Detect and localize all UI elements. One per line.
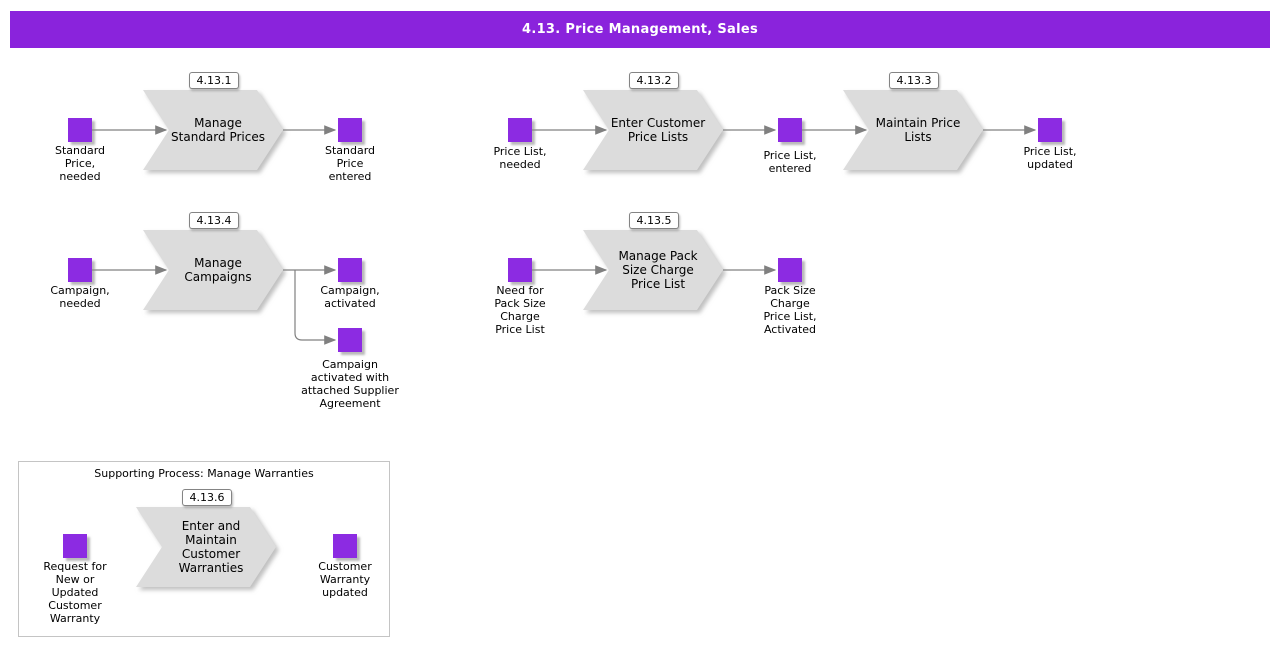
- process-id-badge: 4.13.3: [889, 72, 939, 89]
- process-shape[interactable]: Manage Campaigns: [143, 230, 283, 310]
- event-label: Price List, entered: [763, 149, 817, 175]
- event-price-list-updated: [1038, 118, 1062, 142]
- event-label: Campaign activated with attached Supplie…: [301, 358, 399, 410]
- process-manage-pack-size-charge-price-list[interactable]: Manage Pack Size Charge Price List: [583, 230, 723, 310]
- process-id-badge: 4.13.5: [629, 212, 679, 229]
- diagram-title-bar: 4.13. Price Management, Sales: [10, 11, 1270, 48]
- event-label: Customer Warranty updated: [318, 560, 372, 599]
- event-label: Price List, needed: [493, 145, 547, 171]
- event-campaign-activated: [338, 258, 362, 282]
- event-standard-price-entered: [338, 118, 362, 142]
- event-customer-warranty-updated: [333, 534, 357, 558]
- process-shape[interactable]: Maintain Price Lists: [843, 90, 983, 170]
- process-id-badge: 4.13.6: [182, 489, 232, 506]
- event-label: Standard Price entered: [324, 144, 376, 183]
- event-price-list-entered: [778, 118, 802, 142]
- event-pack-size-charge-price-list-activated: [778, 258, 802, 282]
- page-title: 4.13. Price Management, Sales: [522, 22, 758, 37]
- event-campaign-activated-supplier-agreement: [338, 328, 362, 352]
- event-label: Price List, updated: [1023, 145, 1077, 171]
- event-label: Request for New or Updated Customer Warr…: [43, 560, 107, 625]
- process-shape[interactable]: Manage Standard Prices: [143, 90, 283, 170]
- process-id-badge: 4.13.2: [629, 72, 679, 89]
- event-label: Need for Pack Size Charge Price List: [494, 284, 546, 336]
- process-maintain-price-lists[interactable]: Maintain Price Lists: [843, 90, 983, 170]
- event-campaign-needed: [68, 258, 92, 282]
- event-standard-price-needed: [68, 118, 92, 142]
- process-shape[interactable]: Manage Pack Size Charge Price List: [583, 230, 723, 310]
- event-request-customer-warranty: [63, 534, 87, 558]
- process-manage-campaigns[interactable]: Manage Campaigns: [143, 230, 283, 310]
- event-label: Campaign, needed: [50, 284, 110, 310]
- process-id-badge: 4.13.4: [189, 212, 239, 229]
- event-label: Pack Size Charge Price List, Activated: [763, 284, 817, 336]
- event-label: Campaign, activated: [320, 284, 380, 310]
- event-need-pack-size-charge-price-list: [508, 258, 532, 282]
- event-price-list-needed: [508, 118, 532, 142]
- process-manage-standard-prices[interactable]: Manage Standard Prices: [143, 90, 283, 170]
- event-label: Standard Price, needed: [54, 144, 106, 183]
- process-enter-maintain-customer-warranties[interactable]: Enter and Maintain Customer Warranties: [136, 507, 276, 587]
- process-shape[interactable]: Enter Customer Price Lists: [583, 90, 723, 170]
- supporting-process-title: Supporting Process: Manage Warranties: [94, 467, 314, 480]
- process-shape[interactable]: Enter and Maintain Customer Warranties: [136, 507, 276, 587]
- process-enter-customer-price-lists[interactable]: Enter Customer Price Lists: [583, 90, 723, 170]
- process-id-badge: 4.13.1: [189, 72, 239, 89]
